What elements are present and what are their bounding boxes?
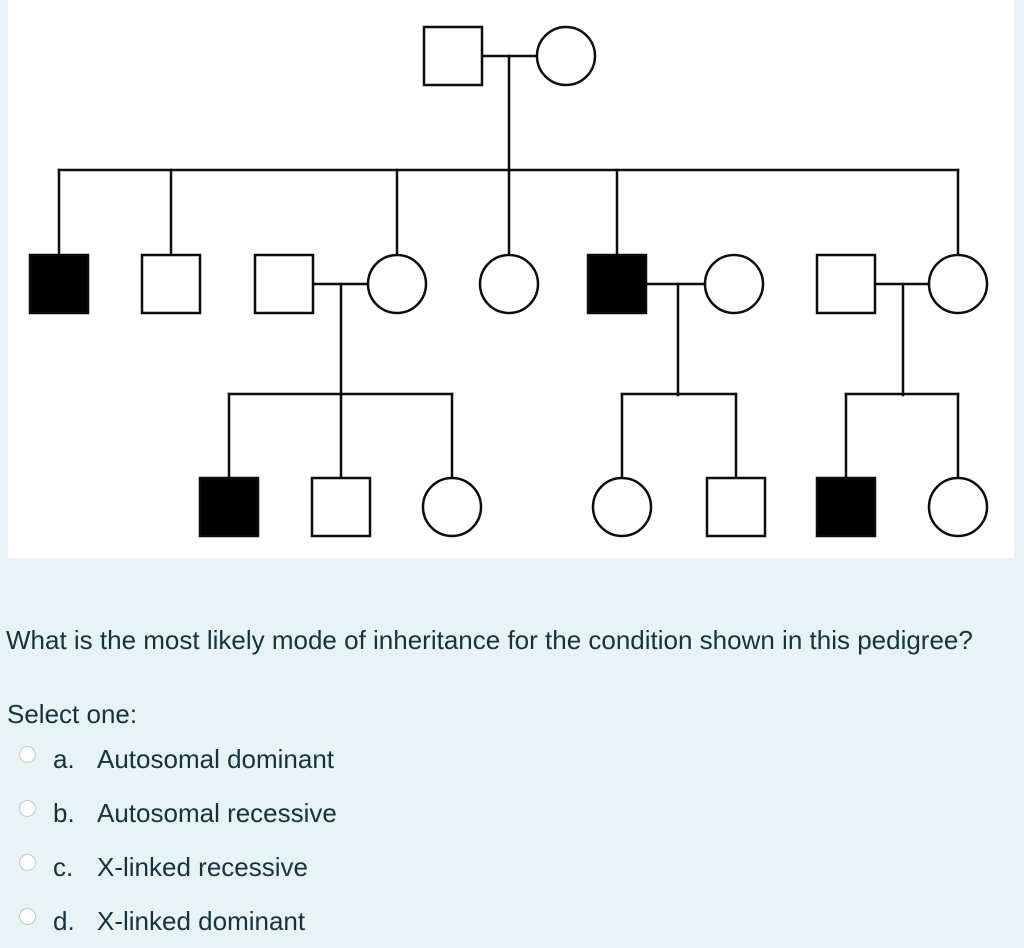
pedigree-individual-II-7-female-unaffected <box>703 253 765 315</box>
option-c-letter: c. <box>53 851 74 882</box>
option-b-letter: b. <box>53 797 75 828</box>
pedigree-individual-II-1-male-affected <box>28 253 90 315</box>
answer-options: a. Autosomal dominant b. Autosomal reces… <box>0 732 700 948</box>
radio-option-d[interactable] <box>19 907 36 925</box>
pedigree-individual-II-3-male-unaffected <box>253 253 315 315</box>
option-a-letter: a. <box>53 743 75 774</box>
option-c-label: X-linked recessive <box>97 851 308 882</box>
option-b[interactable]: b. Autosomal recessive <box>0 786 700 840</box>
pedigree-individual-III-2-male-unaffected <box>310 476 372 538</box>
pedigree-individual-III-3-female-unaffected <box>421 476 483 538</box>
option-a-label: Autosomal dominant <box>97 743 335 774</box>
pedigree-individual-II-9-female-unaffected <box>927 253 989 315</box>
pedigree-individual-I-2-female-unaffected <box>535 25 597 87</box>
option-a[interactable]: a. Autosomal dominant <box>0 732 700 786</box>
question-text: What is the most likely mode of inherita… <box>6 625 973 655</box>
select-one-label: Select one: <box>7 699 138 729</box>
pedigree-individual-I-1-male-unaffected <box>422 25 484 87</box>
pedigree-individual-II-4-female-unaffected <box>366 253 428 315</box>
option-d-letter: d. <box>53 905 75 936</box>
pedigree-individual-III-5-male-unaffected <box>705 476 767 538</box>
radio-option-b[interactable] <box>19 799 36 817</box>
radio-option-a[interactable] <box>19 745 36 763</box>
pedigree-individual-III-7-female-unaffected <box>927 476 989 538</box>
pedigree-individual-II-6-male-affected <box>586 253 648 315</box>
pedigree-individual-II-8-male-unaffected <box>815 253 877 315</box>
option-d-label: X-linked dominant <box>97 905 306 936</box>
pedigree-individual-III-1-male-affected <box>198 476 260 538</box>
pedigree-individual-III-6-male-affected <box>815 476 877 538</box>
option-d[interactable]: d. X-linked dominant <box>0 894 700 948</box>
pedigree-individual-II-5-female-unaffected <box>478 253 540 315</box>
pedigree-diagram <box>28 25 989 538</box>
radio-option-c[interactable] <box>19 853 36 871</box>
option-c[interactable]: c. X-linked recessive <box>0 840 700 894</box>
pedigree-individual-II-2-male-unaffected <box>140 253 202 315</box>
pedigree-individual-III-4-female-unaffected <box>591 476 653 538</box>
option-b-label: Autosomal recessive <box>97 797 337 828</box>
